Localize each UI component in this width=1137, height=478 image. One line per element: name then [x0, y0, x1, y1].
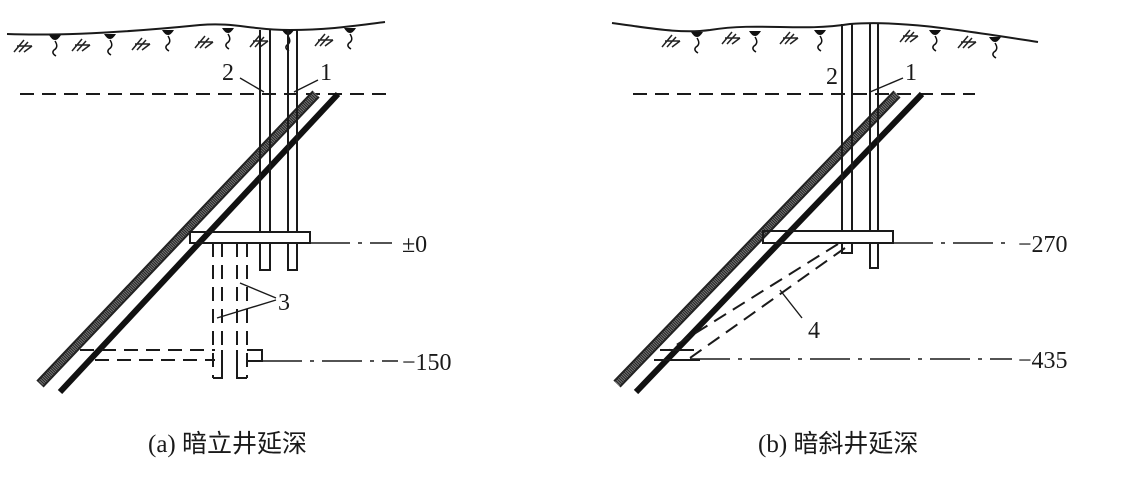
panel-a-vertical-winze-deepening: ±0 −150 2 1 3 (a) 暗立井延深	[6, 21, 452, 458]
label-shaft-1: 1	[905, 60, 917, 86]
panel-b-inclined-winze-deepening: −270 −435 2 1 4 (b) 暗斜井延深	[611, 22, 1068, 458]
label-shaft-2: 2	[826, 64, 838, 90]
ground-symbols	[661, 29, 1002, 59]
ground-surface	[6, 21, 386, 36]
ground-symbols	[13, 27, 357, 57]
level-label-lower: −150	[402, 350, 452, 376]
level-label-upper: ±0	[402, 232, 427, 258]
winze-3-dashed	[80, 243, 263, 379]
label-winze-3: 3	[278, 290, 290, 316]
level-label-upper: −270	[1018, 232, 1068, 258]
label-shaft-1: 1	[320, 60, 332, 86]
label-incline-4: 4	[808, 318, 820, 344]
ground-surface	[611, 22, 1039, 43]
level-label-lower: −435	[1018, 348, 1068, 374]
incline-4-dashed	[654, 243, 846, 361]
label-shaft-2: 2	[222, 60, 234, 86]
caption-a: (a) 暗立井延深	[148, 430, 307, 458]
caption-b: (b) 暗斜井延深	[758, 430, 918, 458]
